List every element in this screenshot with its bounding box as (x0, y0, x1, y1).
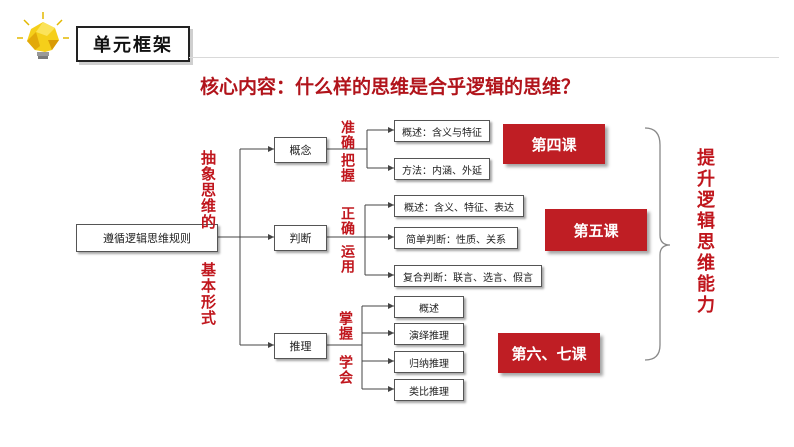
verb-accurate: 准确 (340, 120, 354, 150)
leaf-judgment-compound: 复合判断：联言、选言、假言 (394, 265, 542, 287)
verb-grasp: 把握 (340, 153, 354, 183)
leaf-reasoning-analogical: 类比推理 (394, 379, 464, 401)
leaf-reasoning-inductive: 归纳推理 (394, 351, 464, 373)
leaf-judgment-simple: 简单判断：性质、关系 (394, 227, 518, 249)
label-improve-logic: 提升逻辑思维能力 (695, 148, 713, 316)
lesson-badge-6-7: 第六、七课 (498, 333, 600, 373)
leaf-judgment-overview: 概述：含义、特征、表达 (394, 195, 524, 217)
verb-correct: 正确 (340, 206, 354, 236)
branch-judgment: 判断 (274, 225, 327, 251)
leaf-reasoning-overview: 概述 (394, 296, 464, 318)
lesson-badge-5: 第五课 (545, 209, 647, 251)
root-node: 遵循逻辑思维规则 (76, 224, 218, 252)
branch-reasoning: 推理 (274, 333, 327, 359)
leaf-reasoning-deductive: 演绎推理 (394, 323, 464, 345)
leaf-concept-overview: 概述：含义与特征 (394, 120, 490, 142)
branch-concept: 概念 (274, 137, 327, 163)
label-basic-forms: 基本形式 (200, 262, 215, 326)
verb-apply: 运用 (340, 244, 354, 274)
leaf-concept-method: 方法：内涵、外延 (394, 158, 490, 180)
label-abstract-thinking: 抽象思维的 (200, 150, 215, 230)
verb-master: 掌握 (338, 311, 352, 341)
verb-learn: 学会 (338, 355, 352, 385)
lesson-badge-4: 第四课 (503, 124, 605, 164)
